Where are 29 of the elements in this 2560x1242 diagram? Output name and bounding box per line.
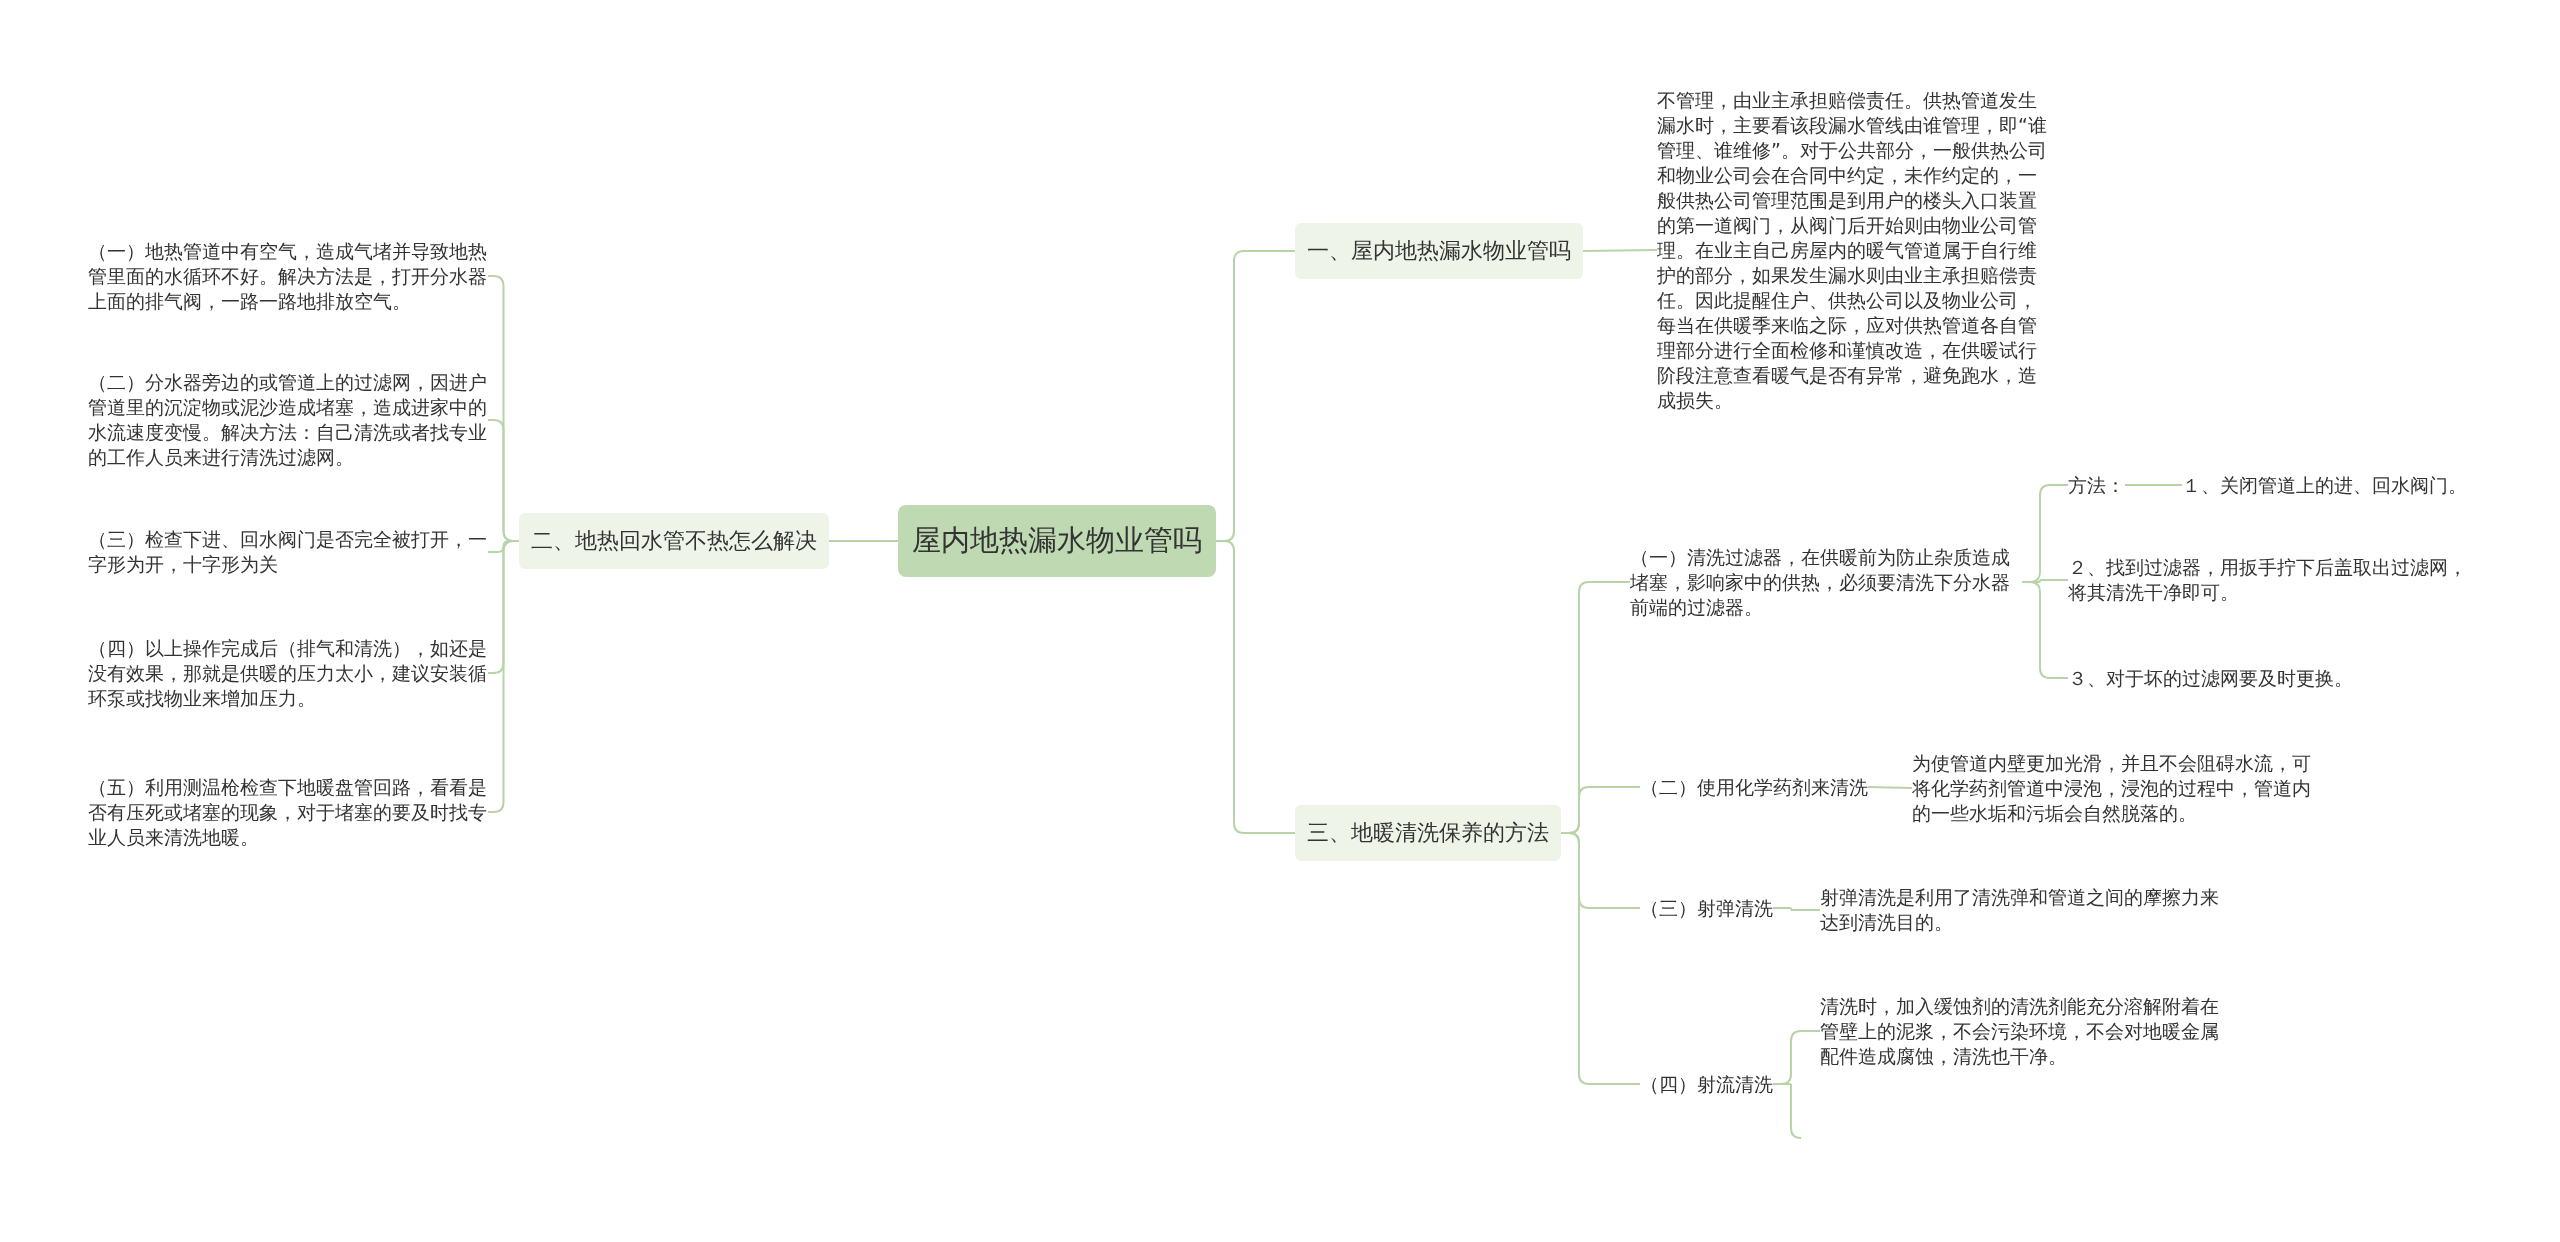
topic-text: （一）清洗过滤器，在供暖前为防止杂质造成堵塞，影响家中的供热，必须要清洗下分水器前端的过滤器。 [1630, 544, 2022, 620]
topic-text: 方法： [2068, 472, 2125, 498]
topic-text: （二）使用化学药剂来清洗 [1640, 774, 1868, 800]
connector-line [1560, 832, 1641, 1085]
topic-text: ３、对于坏的过滤网要及时更换。 [2068, 665, 2353, 691]
topic-text: ２、找到过滤器，用扳手拧下后盖取出过滤网，将其清洗干净即可。 [2068, 555, 2468, 605]
topic-text: １、关闭管道上的进、回水阀门。 [2182, 472, 2467, 498]
topic-text: （一）地热管道中有空气，造成气堵并导致地热管里面的水循环不好。解决方法是，打开分水器上面的排气阀，一路一路地排放空气。 [88, 238, 488, 314]
topic-text: 不管理，由业主承担赔偿责任。供热管道发生漏水时，主要看该段漏水管线由谁管理，即“谁管理、谁维修”。对于公共部分，一般供热公司和物业公司会在合同中约定，未作约定的，一般供热公司管理范围是到用户的楼头入口装置的第一道阀门，从阀门后开始则由物业公司管理。在业主自己房屋内的暖气管道属于自行维护的部分，如果发生漏水则由业主承担赔偿责任。因此提醒住户、供热公司以及物业公司，每当在供暖季来临之际，应对供热管道各自管理部分进行全面检修和谨慎改造，在供暖试行阶段注意查看暖气是否有异常，避免跑水，造成损失。 [1657, 87, 2049, 413]
topic-text: 清洗时，加入缓蚀剂的清洗剂能充分溶解附着在管壁上的泥浆，不会污染环境，不会对地暖金属配件造成腐蚀，清洗也干净。 [1820, 993, 2220, 1069]
topic-text: （二）分水器旁边的或管道上的过滤网，因进户管道里的沉淀物或泥沙造成堵塞，造成进家中的水流速度变慢。解决方法：自己清洗或者找专业的工作人员来进行清洗过滤网。 [88, 370, 488, 470]
connector-line [1867, 786, 1913, 789]
branch-topic: 三、地暖清洗保养的方法 [1295, 805, 1561, 861]
central-topic: 屋内地热漏水物业管吗 [898, 505, 1216, 577]
topic-text: 射弹清洗是利用了清洗弹和管道之间的摩擦力来达到清洗目的。 [1820, 885, 2220, 935]
connector-line [2124, 484, 2183, 486]
connector-line [1215, 540, 1296, 834]
connector-line [828, 540, 899, 542]
connector-line [1582, 249, 1658, 252]
topic-text: （四）射流清洗 [1640, 1071, 1773, 1097]
topic-text: （三）检查下进、回水阀门是否完全被打开，一字形为开，十字形为关 [88, 527, 488, 577]
topic-text: （五）利用测温枪检查下地暖盘管回路，看看是否有压死或堵塞的现象，对于堵塞的要及时找专业人员来清洗地暖。 [88, 774, 488, 850]
connector-line [487, 540, 520, 813]
topic-text: （三）射弹清洗 [1640, 895, 1773, 921]
topic-text: （四）以上操作完成后（排气和清洗），如还是没有效果，那就是供暖的压力太小，建议安装循环泵或找物业来增加压力。 [88, 635, 488, 711]
connector-line [1772, 907, 1821, 911]
topic-text: 为使管道内壁更加光滑，并且不会阻碍水流，可将化学药剂管道中浸泡，浸泡的过程中，管道内的一些水垢和污垢会自然脱落的。 [1912, 750, 2312, 826]
branch-topic: 一、屋内地热漏水物业管吗 [1295, 223, 1583, 279]
branch-topic: 二、地热回水管不热怎么解决 [519, 513, 829, 569]
